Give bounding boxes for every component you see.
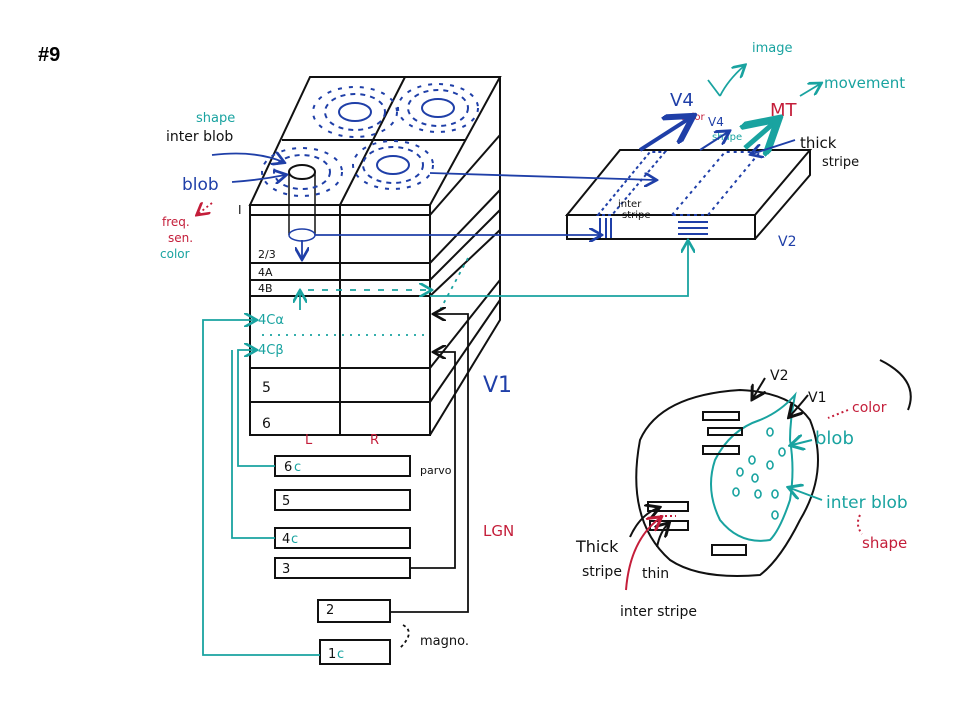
lgn-layer-5-num: 5 bbox=[282, 494, 290, 509]
v2-stripes bbox=[595, 151, 763, 238]
lgn-layer-6-suffix: c bbox=[294, 460, 301, 475]
layer-4B: 4B bbox=[258, 282, 273, 295]
v1-arrows bbox=[198, 154, 469, 336]
label-blob: blob bbox=[182, 175, 219, 195]
lgn-layer-4-suffix: c bbox=[291, 532, 298, 547]
layer-5: 5 bbox=[262, 380, 271, 396]
v1-labels: shape inter blob blob freq. sen. color I… bbox=[160, 111, 512, 448]
lgn-layer-6-num: 6 bbox=[284, 460, 292, 475]
brain-inter-blob-label: inter blob bbox=[826, 493, 908, 513]
label-shape: shape bbox=[196, 111, 235, 126]
v2-title: V2 bbox=[778, 234, 796, 250]
brain-shape-label: shape bbox=[862, 534, 907, 552]
label-v1: V1 bbox=[483, 373, 512, 398]
lgn-projections bbox=[202, 314, 469, 656]
brain-sketch bbox=[625, 359, 912, 591]
v2-arrows bbox=[315, 66, 820, 297]
lgn-layer-3 bbox=[274, 557, 411, 579]
v2-stripe-label: stripe bbox=[622, 210, 651, 221]
v2-inter-label: inter bbox=[618, 199, 642, 210]
lgn-magno-label: magno. bbox=[420, 634, 469, 649]
lgn-layer-5 bbox=[274, 489, 411, 511]
v2-labels: inter stripe thick stripe V2 V4 color V4… bbox=[618, 41, 905, 250]
lgn-layer-2 bbox=[317, 599, 391, 623]
v2-slab bbox=[564, 149, 813, 240]
v2-thick-stripe-label: stripe bbox=[822, 155, 859, 170]
layer-4C-beta: 4Cβ bbox=[258, 343, 284, 358]
brain-sketch-labels: V2 V1 color blob inter blob shape Thick … bbox=[575, 368, 908, 620]
brain-v1-label: V1 bbox=[808, 390, 826, 406]
layer-4C-alpha: 4Cα bbox=[258, 313, 284, 328]
label-sen: sen. bbox=[168, 231, 193, 245]
layer-2-3: 2/3 bbox=[258, 248, 276, 261]
label-color: color bbox=[160, 247, 190, 261]
label-inter-blob: inter blob bbox=[166, 129, 233, 145]
brain-outline bbox=[635, 388, 819, 577]
v4-small-label: V4 bbox=[708, 115, 724, 129]
brain-thick-label: Thick bbox=[575, 537, 619, 556]
lgn-parvo-label: parvo bbox=[420, 464, 452, 477]
brain-blob-label: blob bbox=[815, 428, 854, 449]
slide-number: #9 bbox=[38, 44, 61, 66]
v4-title: V4 bbox=[670, 90, 694, 111]
layer-I: I bbox=[238, 203, 242, 217]
layer-6: 6 bbox=[262, 416, 271, 432]
label-right-eye: R bbox=[370, 433, 379, 448]
lgn bbox=[274, 455, 411, 665]
brain-inter-stripe-label: inter stripe bbox=[620, 604, 697, 620]
image-label: image bbox=[752, 41, 793, 56]
lgn-layer-2-num: 2 bbox=[326, 603, 334, 618]
lgn-layer-1-suffix: c bbox=[337, 647, 344, 662]
brain-v2-label: V2 bbox=[770, 368, 788, 384]
lgn-layer-1 bbox=[319, 639, 391, 665]
v1-side-face bbox=[429, 77, 501, 436]
lgn-layer-3-num: 3 bbox=[282, 562, 290, 577]
v1-region bbox=[710, 391, 797, 542]
lgn-layer-4-num: 4 bbox=[282, 532, 290, 547]
label-left-eye: L bbox=[305, 433, 313, 448]
mt-title: MT bbox=[770, 100, 798, 121]
lgn-layer-1-num: 1 bbox=[328, 647, 336, 662]
brain-thin-label: thin bbox=[642, 566, 669, 582]
movement-label: movement bbox=[824, 74, 905, 92]
brain-color-label: color bbox=[852, 400, 887, 416]
lgn-title: LGN bbox=[483, 522, 514, 540]
label-freq: freq. bbox=[162, 215, 190, 229]
v1-block bbox=[248, 76, 502, 436]
lgn-labels: 6 c 5 4 c 3 2 1 c parvo LGN magno. bbox=[282, 460, 514, 662]
v2-thick-label: thick bbox=[800, 134, 837, 152]
layer-4A: 4A bbox=[258, 266, 273, 279]
blob-cylinder-top bbox=[288, 164, 316, 180]
brain-stripe-label: stripe bbox=[582, 564, 622, 580]
